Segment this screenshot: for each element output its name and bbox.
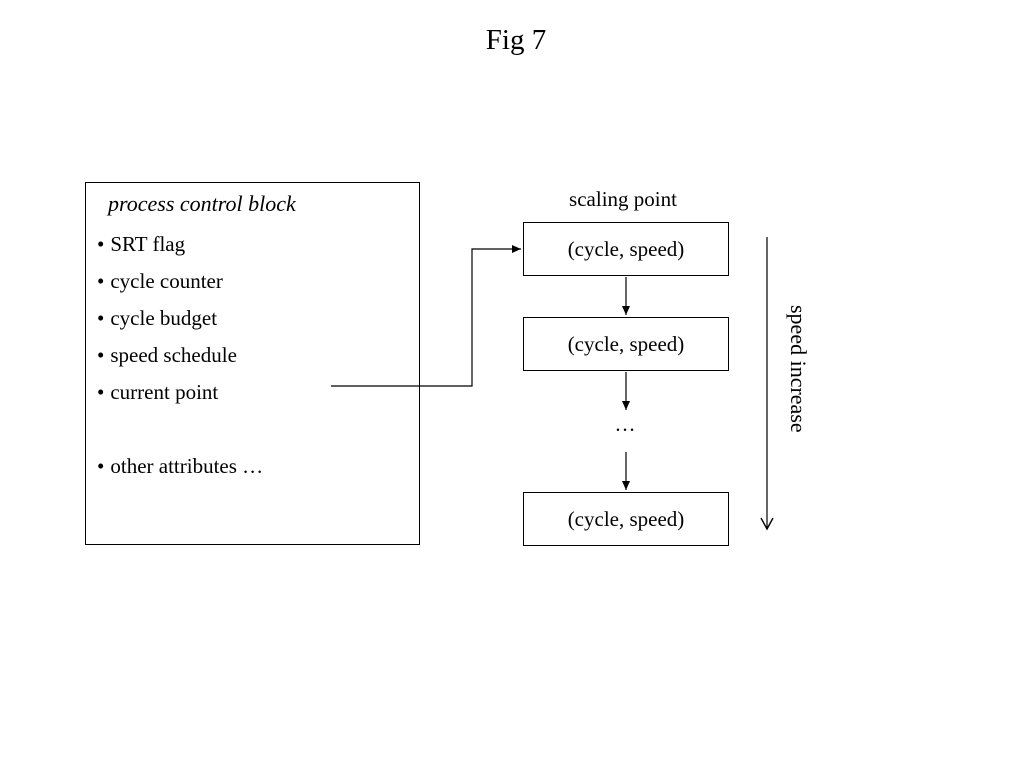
current-point-pointer-arrow <box>331 245 521 387</box>
speed-increase-label: speed increase <box>786 305 811 433</box>
scaling-point-box-1: (cycle, speed) <box>523 222 729 276</box>
pcb-item-srt-flag: •SRT flag <box>97 232 186 256</box>
process-control-block-box <box>85 182 420 545</box>
pcb-item-current-point: •current point <box>97 380 219 404</box>
pcb-item-cycle-counter: •cycle counter <box>97 269 223 293</box>
speed-increase-label-wrap: speed increase <box>782 305 814 455</box>
ellipsis: … <box>614 412 636 436</box>
scaling-point-label: scaling point <box>569 187 677 211</box>
pcb-item-speed-schedule: •speed schedule <box>97 343 237 367</box>
pcb-title: process control block <box>108 191 296 216</box>
pcb-item-other-attributes: •other attributes … <box>97 454 264 478</box>
scaling-point-box-2: (cycle, speed) <box>523 317 729 371</box>
pcb-item-cycle-budget: •cycle budget <box>97 306 218 330</box>
scaling-point-box-3: (cycle, speed) <box>523 492 729 546</box>
figure-title: Fig 7 <box>485 24 547 56</box>
